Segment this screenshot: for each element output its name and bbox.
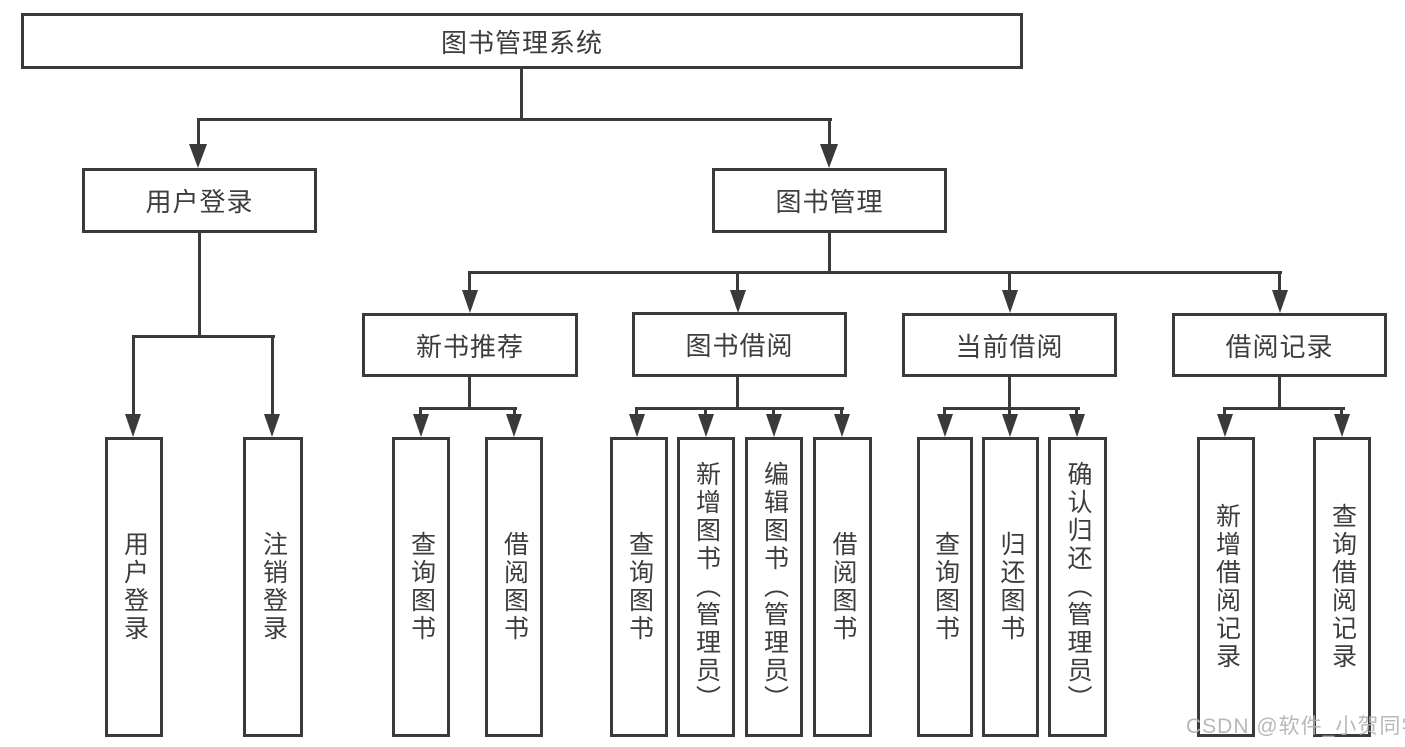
connector-line: [1278, 271, 1281, 296]
node-user-login-label: 用户登录: [145, 187, 254, 217]
arrow-down-icon: [264, 414, 280, 437]
connector-line: [736, 271, 739, 296]
leaf-query-borrow-record: 查询借阅记录: [1313, 437, 1371, 737]
leaf-borrow-books: 借阅图书: [813, 437, 872, 737]
connector-line: [197, 118, 832, 121]
connector-line: [635, 407, 638, 417]
csdn-watermark: CSDN @软件_小贺同学: [1186, 715, 1405, 738]
leaf-label: 查询图书: [625, 531, 654, 643]
connector-line: [1075, 407, 1078, 417]
arrow-down-icon: [1002, 290, 1018, 313]
connector-line: [132, 335, 135, 417]
node-book-management: 图书管理: [712, 168, 947, 233]
connector-line: [1008, 271, 1011, 296]
arrow-down-icon: [1272, 290, 1288, 313]
connector-line: [419, 407, 517, 410]
connector-line: [198, 233, 201, 337]
connector-line: [840, 407, 843, 417]
arrow-down-icon: [834, 414, 850, 437]
arrow-down-icon: [1002, 414, 1018, 437]
connector-line: [271, 335, 274, 417]
connector-line: [1223, 407, 1226, 417]
connector-line: [704, 407, 707, 417]
leaf-label: 用户登录: [120, 531, 149, 643]
connector-line: [943, 407, 946, 417]
leaf-label: 查询图书: [931, 531, 960, 643]
arrow-down-icon: [730, 290, 746, 313]
connector-line: [419, 407, 422, 417]
node-user-login: 用户登录: [82, 168, 317, 233]
arrow-down-icon: [1217, 414, 1233, 437]
connector-line: [828, 233, 831, 274]
leaf-query-books-current: 查询图书: [917, 437, 973, 737]
arrow-down-icon: [629, 414, 645, 437]
connector-line: [736, 376, 739, 409]
leaf-borrow-books-recommend: 借阅图书: [485, 437, 543, 737]
leaf-user-login: 用户登录: [105, 437, 163, 737]
connector-line: [197, 118, 200, 150]
leaf-label: 查询借阅记录: [1328, 503, 1357, 671]
leaf-label: 归还图书: [997, 531, 1025, 643]
leaf-edit-books-admin: 编辑图书（管理员）: [745, 437, 803, 737]
connector-line: [772, 407, 775, 417]
leaf-label: 借阅图书: [829, 531, 857, 643]
connector-line: [1340, 407, 1343, 417]
leaf-confirm-return-admin: 确认归还（管理员）: [1048, 437, 1107, 737]
arrow-down-icon: [413, 414, 429, 437]
node-borrow-records: 借阅记录: [1172, 313, 1387, 377]
leaf-label: 新增图书（管理员）: [692, 461, 721, 713]
leaf-label: 确认归还（管理员）: [1064, 461, 1092, 713]
arrow-down-icon: [1334, 414, 1350, 437]
arrow-down-icon: [462, 290, 478, 313]
leaf-return-books: 归还图书: [982, 437, 1039, 737]
node-current-borrow: 当前借阅: [902, 313, 1117, 377]
connector-line: [1008, 377, 1011, 409]
connector-line: [132, 335, 275, 338]
node-book-borrow-label: 图书借阅: [685, 331, 794, 361]
arrow-down-icon: [820, 144, 838, 168]
arrow-down-icon: [506, 414, 522, 437]
leaf-label: 查询图书: [407, 531, 436, 643]
connector-line: [828, 118, 831, 150]
connector-line: [1223, 407, 1345, 410]
node-current-borrow-label: 当前借阅: [955, 331, 1064, 362]
connector-line: [1008, 407, 1011, 417]
connector-line: [520, 69, 523, 120]
leaf-query-books: 查询图书: [610, 437, 668, 737]
connector-line: [943, 407, 1080, 410]
node-root: 图书管理系统: [21, 13, 1023, 69]
connector-line: [1278, 377, 1281, 409]
connector-line: [635, 407, 844, 410]
leaf-label: 新增借阅记录: [1212, 503, 1241, 671]
arrow-down-icon: [698, 414, 714, 437]
leaf-add-borrow-record: 新增借阅记录: [1197, 437, 1255, 737]
arrow-down-icon: [937, 414, 953, 437]
arrow-down-icon: [766, 414, 782, 437]
leaf-label: 编辑图书（管理员）: [760, 461, 789, 713]
connector-line: [468, 271, 471, 296]
node-root-label: 图书管理系统: [440, 27, 603, 58]
leaf-label: 借阅图书: [500, 531, 529, 643]
leaf-query-books-recommend: 查询图书: [392, 437, 450, 737]
arrow-down-icon: [125, 414, 141, 437]
connector-line: [468, 377, 471, 409]
leaf-logout: 注销登录: [243, 437, 303, 737]
connector-line: [513, 407, 516, 417]
node-borrow-records-label: 借阅记录: [1225, 331, 1334, 362]
node-book-management-label: 图书管理: [775, 187, 884, 217]
arrow-down-icon: [1069, 414, 1085, 437]
node-new-book-recommend: 新书推荐: [362, 313, 578, 377]
node-book-borrow: 图书借阅: [632, 312, 847, 377]
leaf-label: 注销登录: [259, 531, 288, 643]
leaf-add-books-admin: 新增图书（管理员）: [677, 437, 735, 737]
node-new-book-recommend-label: 新书推荐: [415, 331, 524, 362]
arrow-down-icon: [189, 144, 207, 168]
connector-line: [469, 271, 1282, 274]
